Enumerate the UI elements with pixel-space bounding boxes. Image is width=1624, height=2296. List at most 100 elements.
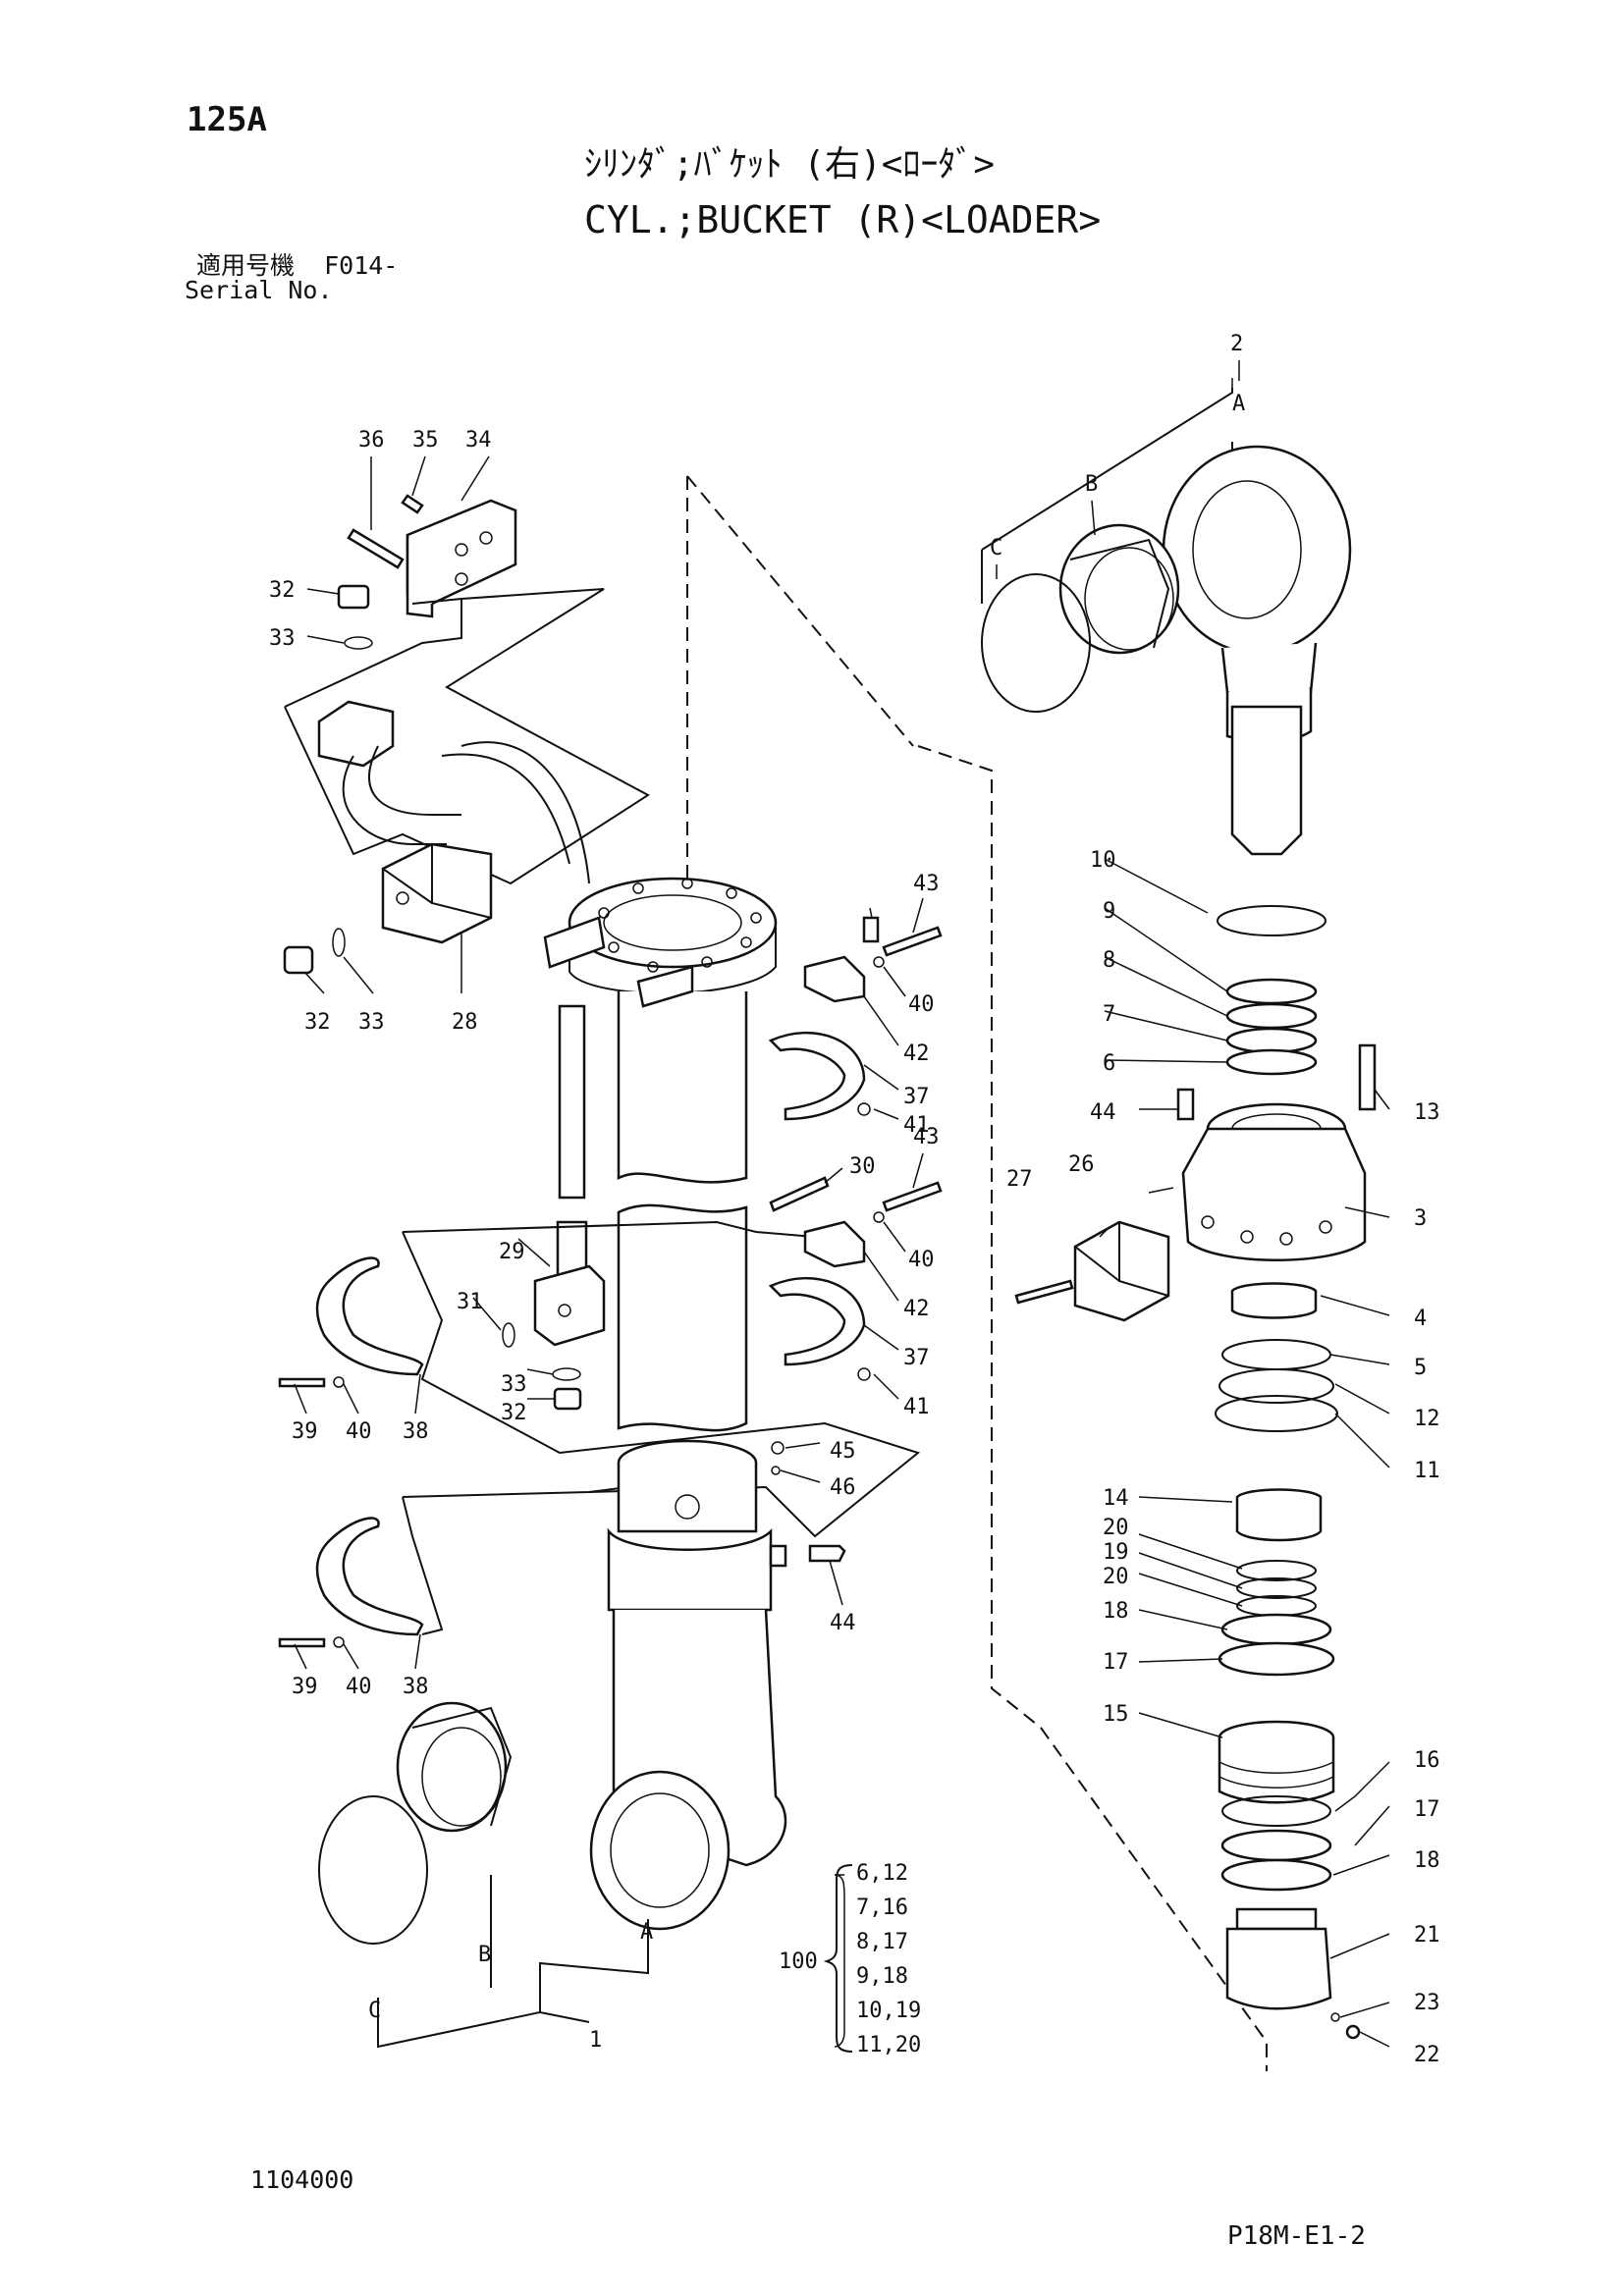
callout-21: 21 [1414, 1923, 1440, 1948]
callout-31: 31 [457, 1290, 483, 1314]
callout-1: 1 [589, 2028, 602, 2053]
oring-part-33-left [332, 928, 346, 957]
ring-part-20-upper [1236, 1560, 1317, 1581]
clamp-part-37-lower [768, 1276, 866, 1366]
callout-2: 2 [1230, 332, 1243, 356]
callout-5: 5 [1414, 1356, 1427, 1380]
callout-10: 10 [1090, 848, 1116, 873]
ring-part-5 [1221, 1339, 1331, 1370]
document-code: 1104000 [250, 2165, 354, 2194]
grease-fitting-part-44-lower [808, 1544, 846, 1563]
head-lug-left [543, 916, 606, 969]
callout-43: 43 [913, 872, 940, 896]
plug-part-32-top [337, 584, 370, 610]
seal-part-6 [1225, 1048, 1318, 1076]
callout-28: 28 [452, 1010, 478, 1035]
bolt-part-30-stud [769, 1176, 830, 1212]
callout-B: B [1085, 472, 1098, 497]
callout-C: C [368, 1999, 381, 2023]
callout-37: 37 [903, 1346, 930, 1370]
block-part-26 [1073, 1220, 1170, 1322]
lower-group-outline [402, 1486, 629, 1635]
title-english: CYL.;BUCKET (R)<LOADER> [584, 198, 1102, 241]
callout-37: 37 [903, 1085, 930, 1109]
backup-ring-part-11 [1215, 1395, 1338, 1432]
callout-11: 11 [1414, 1459, 1440, 1483]
callout-32: 32 [501, 1401, 527, 1425]
callout-19: 19 [1103, 1540, 1129, 1565]
callout-17: 17 [1103, 1650, 1129, 1675]
rod-shaft [1230, 705, 1303, 856]
callout-45: 45 [830, 1439, 856, 1464]
bolt-part-39-upper [278, 1377, 326, 1388]
callout-35: 35 [412, 428, 439, 453]
clamp-half-part-42-lower [803, 1220, 866, 1268]
callout-C: C [990, 536, 1002, 561]
upper-group-outline [284, 588, 650, 885]
washer-part-40-left-upper [333, 1376, 345, 1388]
callout-22: 22 [1414, 2043, 1440, 2067]
seal-kit-pair-2: 7,16 [856, 1896, 908, 1920]
rod-eye-part-A [1162, 445, 1352, 743]
callout-14: 14 [1103, 1486, 1129, 1511]
nut-part-41-lower [857, 1367, 871, 1381]
callout-A: A [1232, 392, 1245, 416]
clamp-part-38-lower [315, 1517, 424, 1636]
seal-part-9 [1225, 978, 1318, 1005]
oring-part-33-top [344, 636, 373, 650]
callout-40: 40 [908, 992, 935, 1017]
callout-26: 26 [1068, 1152, 1095, 1177]
elbow-pipe [342, 741, 590, 884]
callout-13: 13 [1414, 1100, 1440, 1125]
callout-17: 17 [1414, 1797, 1440, 1822]
callout-38: 38 [403, 1419, 429, 1444]
clamp-part-38-upper [315, 1256, 424, 1376]
bushing-part-B-upper [1058, 523, 1180, 655]
seal-part-7 [1225, 1027, 1318, 1054]
callout-42: 42 [903, 1297, 930, 1321]
callout-42: 42 [903, 1041, 930, 1066]
callout-36: 36 [358, 428, 385, 453]
callout-23: 23 [1414, 1991, 1440, 2015]
tube-upper-section [617, 991, 748, 1184]
seal-kit-pair-3: 8,17 [856, 1930, 908, 1954]
fitting-part-46 [771, 1466, 781, 1475]
bolt-part-39-lower [278, 1637, 326, 1648]
washer-part-40-left-lower [333, 1636, 345, 1648]
tube-bottom-with-eye [589, 1439, 787, 1931]
clamp-part-37-upper [768, 1031, 866, 1121]
callout-6: 6 [1103, 1051, 1115, 1076]
rod-guide-dash [686, 475, 914, 747]
callout-39: 39 [292, 1675, 318, 1699]
oring-part-31 [502, 1322, 515, 1348]
seal-kit-label: 100 [779, 1949, 818, 1974]
bracket-part-34 [406, 499, 517, 618]
oring-part-33-mid [552, 1367, 581, 1381]
elbow-block [317, 700, 395, 768]
callout-44: 44 [830, 1611, 856, 1635]
title-japanese: ｼﾘﾝﾀﾞ;ﾊﾞｹｯﾄ (右)<ﾛｰﾀﾞ> [584, 144, 996, 185]
sheet-code: P18M-E1-2 [1227, 2221, 1366, 2251]
bushing-part-B-lower [396, 1701, 513, 1833]
callout-29: 29 [499, 1240, 525, 1264]
plug-part-32-mid [553, 1387, 582, 1411]
pipe-part-30 [558, 1004, 586, 1200]
block-part-29 [533, 1264, 606, 1347]
callout-16: 16 [1414, 1748, 1440, 1773]
callout-38: 38 [403, 1675, 429, 1699]
seal-part-16 [1221, 1795, 1331, 1827]
seal-kit-pair-6: 11,20 [856, 2033, 921, 2057]
serial-label-english: Serial No. [185, 276, 333, 304]
seal-part-10 [1217, 905, 1326, 936]
callout-27: 27 [1006, 1167, 1033, 1192]
callout-32: 32 [304, 1010, 331, 1035]
bolt-part-35 [401, 494, 424, 514]
callout-41: 41 [903, 1113, 930, 1138]
callout-30: 30 [849, 1154, 876, 1179]
callout-4: 4 [1414, 1307, 1427, 1331]
callout-A: A [640, 1920, 653, 1945]
callout-43: 43 [913, 1125, 940, 1149]
washer-part-40-lower [873, 1211, 885, 1223]
plug-part-32-left [283, 945, 314, 975]
callout-3: 3 [1414, 1206, 1427, 1231]
